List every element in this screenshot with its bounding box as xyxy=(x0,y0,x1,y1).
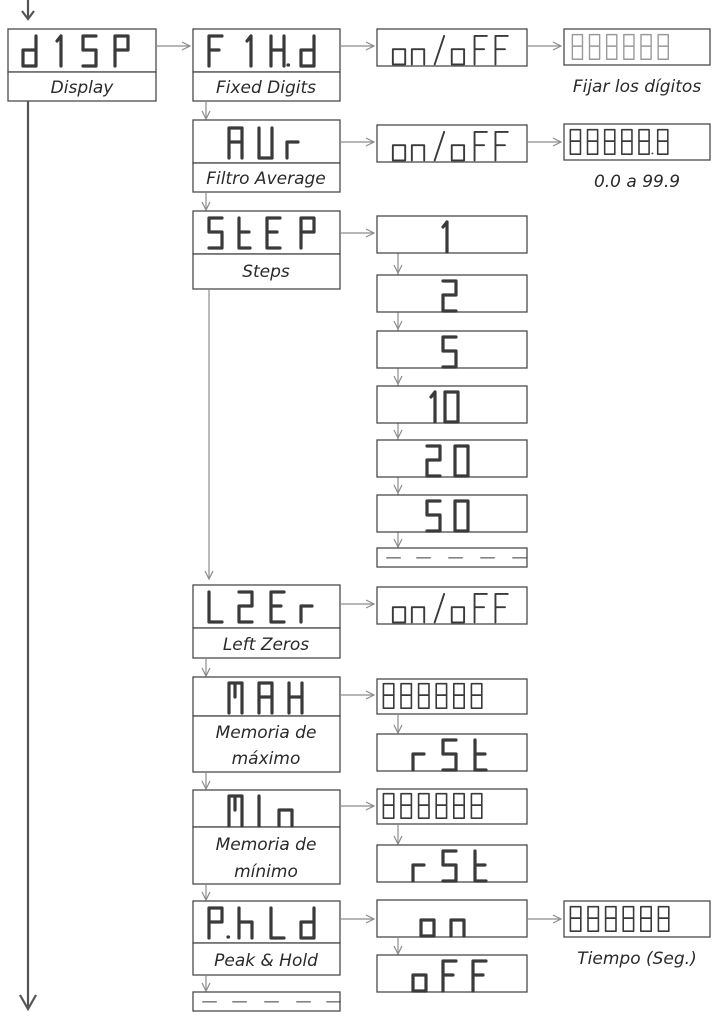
arrow-toggle-to-digits xyxy=(527,41,563,51)
step-value-1-box[interactable] xyxy=(376,215,528,254)
peak-time-note: Tiempo (Seg.) xyxy=(577,949,696,969)
min-readout-box xyxy=(376,788,528,825)
step-value-10-box[interactable] xyxy=(376,385,528,424)
left-zeros-caption: Left Zeros xyxy=(223,635,309,655)
filter-range-note: 0.0 a 99.9 xyxy=(594,172,680,192)
main-flow-arrow xyxy=(19,101,37,1012)
fixed-digits-caption: Fixed Digits xyxy=(216,78,316,98)
step-value-50-box[interactable] xyxy=(376,494,528,533)
filter-toggle-box[interactable] xyxy=(376,124,528,163)
peak-hold-caption: Peak & Hold xyxy=(214,951,318,971)
left-zeros-box[interactable]: Left Zeros xyxy=(192,584,341,659)
left-zeros-toggle-box[interactable] xyxy=(376,586,528,625)
step-value-5-box[interactable] xyxy=(376,330,528,369)
step-value-2-box[interactable] xyxy=(376,274,528,313)
arrow-filter-toggle-to-value xyxy=(527,137,563,147)
min-memory-box[interactable]: Memoria de mínimo xyxy=(192,789,341,885)
max-memory-box[interactable]: Memoria de máximo xyxy=(192,676,341,773)
steps-box[interactable]: Steps xyxy=(192,210,341,290)
max-memory-caption-line2: máximo xyxy=(232,749,301,769)
filter-value-readout-box xyxy=(563,123,711,161)
step-value-20-box[interactable] xyxy=(376,439,528,478)
filter-average-caption: Filtro Average xyxy=(206,169,326,189)
peak-hold-box[interactable]: Peak & Hold xyxy=(192,900,341,976)
arrow-root-to-fixed xyxy=(156,41,192,51)
entry-arrow xyxy=(21,0,35,21)
fixed-digits-readout-box xyxy=(563,28,711,66)
min-memory-caption-line1: Memoria de xyxy=(216,835,317,855)
min-reset-box[interactable] xyxy=(376,844,528,883)
menu-end-marker xyxy=(192,991,341,1012)
max-readout-box xyxy=(376,678,528,715)
arrow-min-to-readout xyxy=(340,801,376,811)
root-caption: Display xyxy=(51,78,115,98)
arrow-steps-to-values xyxy=(340,228,376,238)
arrow-max-to-readout xyxy=(340,690,376,700)
arrow-filter-to-toggle xyxy=(340,137,376,147)
step-values-end-marker xyxy=(376,547,528,568)
steps-caption: Steps xyxy=(242,262,290,282)
arrow-fixed-to-toggle xyxy=(340,41,376,51)
arrow-on-to-time xyxy=(527,914,563,924)
filter-average-box[interactable]: Filtro Average xyxy=(192,119,341,193)
max-reset-box[interactable] xyxy=(376,733,528,772)
peak-time-readout-box xyxy=(563,900,711,938)
peak-on-box[interactable] xyxy=(376,899,528,938)
peak-off-box[interactable] xyxy=(376,954,528,993)
min-memory-caption-line2: mínimo xyxy=(234,862,298,882)
root-menu-box[interactable]: Display xyxy=(7,28,157,102)
fixed-digits-toggle-box[interactable] xyxy=(376,28,528,67)
arrow-leftzeros-to-toggle xyxy=(340,599,376,609)
arrow-peak-to-on xyxy=(340,914,376,924)
max-memory-caption-line1: Memoria de xyxy=(216,723,317,743)
fixed-digits-box[interactable]: Fixed Digits xyxy=(192,28,341,102)
fixed-digits-note: Fijar los dígitos xyxy=(573,77,702,97)
